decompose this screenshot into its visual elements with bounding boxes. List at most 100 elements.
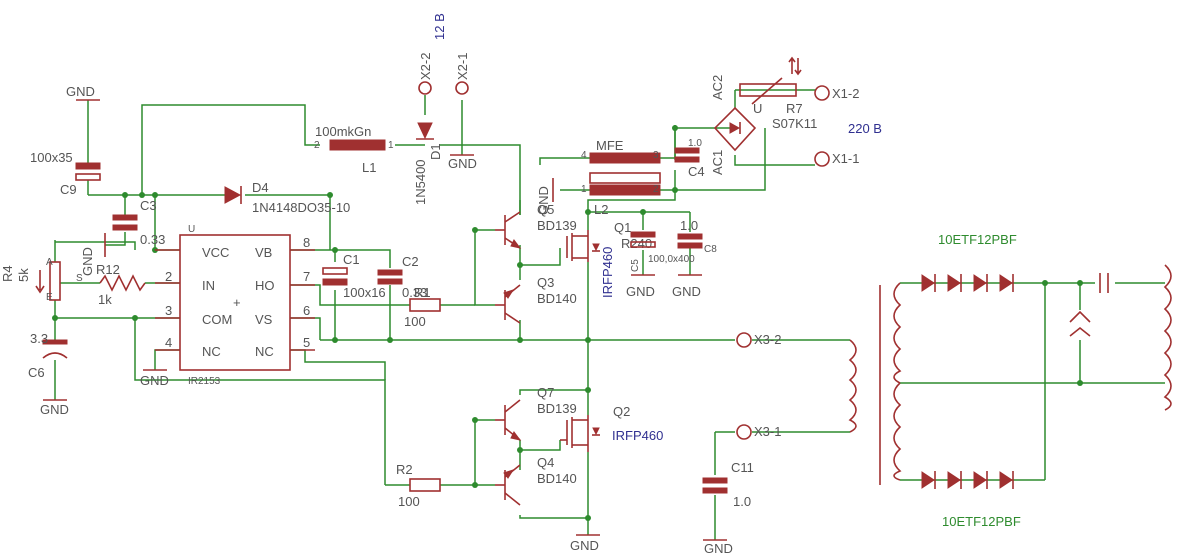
svg-text:AC2: AC2 [710,75,725,100]
svg-text:D4: D4 [252,180,269,195]
svg-text:+: + [233,295,241,310]
svg-text:E: E [46,292,53,303]
svg-text:3.3: 3.3 [30,331,48,346]
svg-text:BD139: BD139 [537,218,577,233]
svg-text:3: 3 [165,303,172,318]
svg-text:VCC: VCC [202,245,229,260]
svg-text:IR2153: IR2153 [188,376,221,387]
svg-text:X2-2: X2-2 [418,53,433,80]
mosfet-q1: Q1 IRFP460 R240 [566,220,652,298]
svg-text:R240: R240 [621,236,652,251]
diode-d1: 1N5400 D1 [413,122,443,205]
gnd-symbols: GND GND GND GND GND GND GND GND GND GND [40,84,733,556]
svg-text:L1: L1 [362,160,376,175]
svg-text:C8: C8 [704,244,717,255]
svg-text:100: 100 [404,314,426,329]
svg-text:3: 3 [653,150,659,161]
svg-text:U: U [753,101,762,116]
capacitor-c4: C4 1.0 [674,138,705,179]
svg-text:Q3: Q3 [537,275,554,290]
svg-text:220 В: 220 В [848,121,882,136]
svg-text:Q7: Q7 [537,385,554,400]
svg-text:C4: C4 [688,164,705,179]
svg-text:GND: GND [672,284,701,299]
diode-d4: D4 1N4148DO35-10 [224,180,350,215]
svg-text:NC: NC [202,344,221,359]
svg-text:1N5400: 1N5400 [413,159,428,205]
svg-text:5k: 5k [16,268,31,282]
svg-text:NC: NC [255,344,274,359]
svg-text:X2-1: X2-1 [455,53,470,80]
svg-text:BD140: BD140 [537,471,577,486]
transistor-q7: Q7 BD139 [495,385,577,441]
output-transformer [848,264,1172,485]
svg-text:100x35: 100x35 [30,150,73,165]
svg-text:L2: L2 [594,202,608,217]
svg-text:100: 100 [398,494,420,509]
capacitor-c2: C2 0.33 [377,254,427,300]
svg-text:7: 7 [303,269,310,284]
capacitor-c5: C5 100,0x400 [630,231,695,272]
svg-text:X1-2: X1-2 [832,86,859,101]
capacitor-c1: C1 100x16 [322,252,386,300]
svg-text:IRFP460: IRFP460 [612,428,663,443]
svg-text:100x16: 100x16 [343,285,386,300]
varistor-r7: R7 S07K11 [739,56,817,131]
svg-text:1N4148DO35-10: 1N4148DO35-10 [252,200,350,215]
connector-x1: X1-2 X1-1 220 В [814,85,882,167]
svg-text:HO: HO [255,278,275,293]
svg-text:GND: GND [570,538,599,553]
svg-text:5: 5 [303,335,310,350]
output-capacitors [1069,273,1109,337]
svg-text:2: 2 [165,269,172,284]
transistor-q4: Q4 BD140 [495,455,577,506]
svg-text:VS: VS [255,312,273,327]
svg-text:12 В: 12 В [432,13,447,40]
svg-text:GND: GND [80,247,95,276]
svg-text:GND: GND [40,402,69,417]
svg-text:100,0x400: 100,0x400 [648,254,695,265]
svg-text:GND: GND [66,84,95,99]
svg-text:R4: R4 [0,265,15,282]
svg-text:10ETF12PBF: 10ETF12PBF [942,514,1021,529]
transformer-mfe: MFE L2 4 1 3 2 [581,138,661,217]
svg-text:0.33: 0.33 [140,232,165,247]
svg-text:IRFP460: IRFP460 [600,247,615,298]
ic-ir2153: U VCC IN COM NC VB HO VS NC 2 3 4 8 7 6 … [155,224,315,387]
svg-text:S07K11: S07K11 [772,116,817,131]
svg-text:C1: C1 [343,252,360,267]
connector-x3: X3-2 X3-1 [736,332,781,440]
svg-text:C3: C3 [140,198,157,213]
svg-text:4: 4 [165,335,172,350]
resistor-r1: R1 100 [404,285,441,329]
svg-text:COM: COM [202,312,232,327]
svg-text:100mkGn: 100mkGn [315,124,371,139]
svg-text:GND: GND [448,156,477,171]
svg-text:0.33: 0.33 [402,285,427,300]
svg-text:BD140: BD140 [537,291,577,306]
svg-text:4: 4 [581,150,587,161]
transistor-q5: Q5 BD139 [495,202,577,249]
capacitor-c11: C11 1.0 [702,460,754,509]
svg-text:AC1: AC1 [710,150,725,175]
svg-text:1.0: 1.0 [733,494,751,509]
svg-text:2: 2 [653,184,659,195]
svg-text:C11: C11 [731,460,754,475]
svg-text:1k: 1k [98,292,112,307]
capacitor-c3: C3 0.33 [112,198,165,247]
potentiometer-r4: R4 5k A E S [0,257,83,303]
junctions [52,125,1083,521]
svg-text:Q2: Q2 [613,404,630,419]
diodes-top: 10ETF12PBF [921,232,1017,292]
svg-text:R7: R7 [786,101,803,116]
svg-text:1.0: 1.0 [688,138,702,149]
svg-text:MFE: MFE [596,138,624,153]
svg-text:2: 2 [314,140,320,151]
capacitor-c6: 3.3 C6 [28,331,68,380]
svg-text:Q4: Q4 [537,455,554,470]
svg-text:X1-1: X1-1 [832,151,859,166]
svg-text:X3-1: X3-1 [754,424,781,439]
svg-text:U: U [188,224,195,235]
svg-text:GND: GND [536,186,551,215]
